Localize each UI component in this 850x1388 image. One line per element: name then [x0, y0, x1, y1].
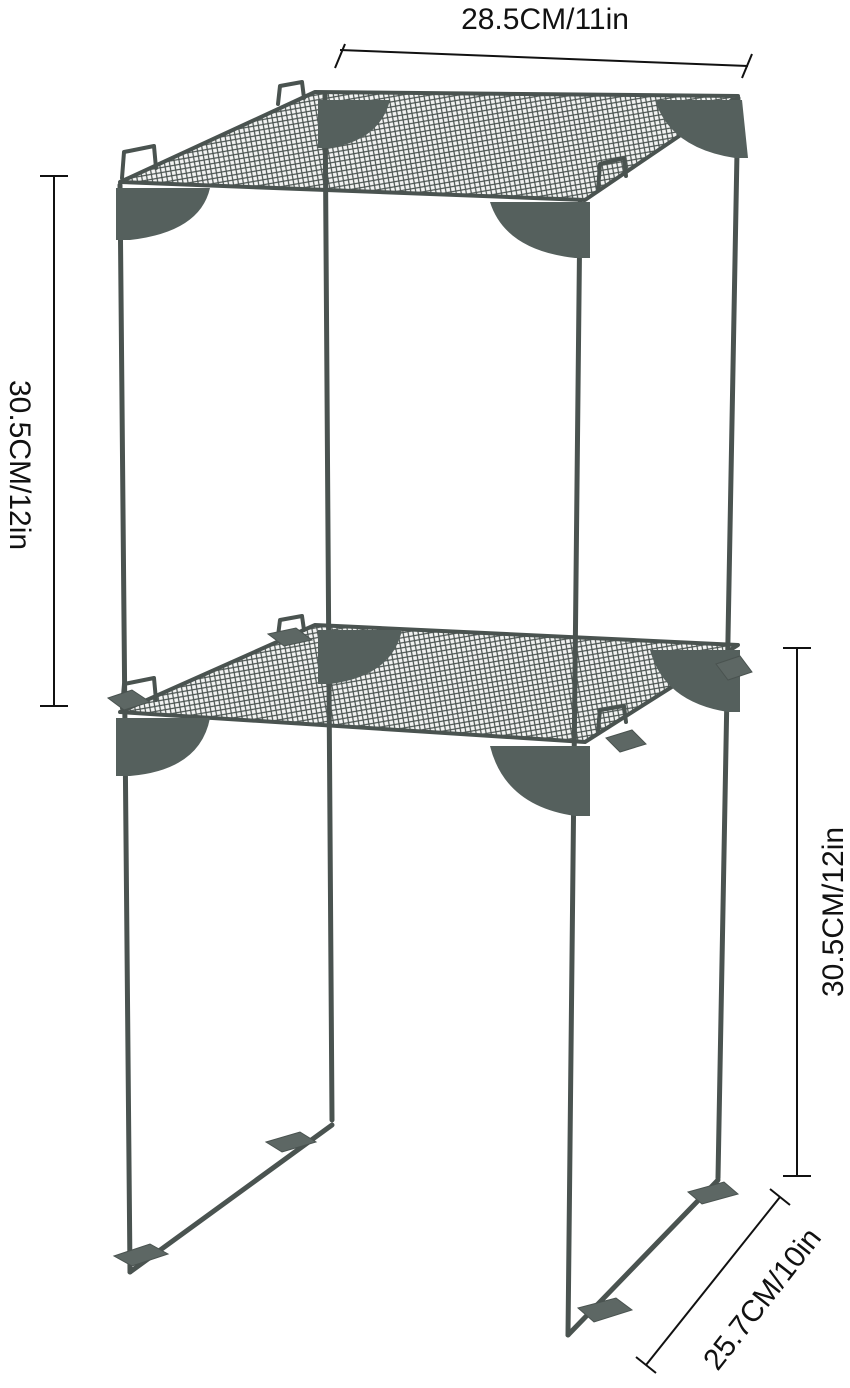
width-dimension-tick-right	[741, 53, 753, 79]
bracket-upper-back-right	[655, 100, 748, 158]
foot-pad-front-right	[576, 1297, 634, 1323]
bracket-upper-back-left	[318, 100, 390, 148]
bracket-upper-front-right	[490, 202, 590, 258]
width-dimension-tick-left	[334, 43, 346, 69]
depth-label: 25.7CM/10in	[697, 1222, 828, 1376]
width-dimension-line	[339, 49, 749, 67]
foot-pad-back-right	[686, 1181, 740, 1205]
bracket-lower-front-left	[116, 718, 210, 776]
bracket-lower-front-right	[490, 746, 590, 816]
lower-height-label: 30.5CM/12in	[817, 827, 850, 997]
connector-tabs	[106, 627, 753, 1323]
bracket-lower-back-left	[318, 630, 402, 684]
upper-height-label: 30.5CM/12in	[3, 380, 36, 550]
tab-lower-front	[605, 729, 647, 753]
lower-mesh-shelf	[118, 623, 740, 744]
width-label: 28.5CM/11in	[461, 3, 629, 36]
upper-height-dimension: 30.5CM/12in	[3, 175, 68, 707]
lower-height-dimension: 30.5CM/12in	[783, 647, 850, 1177]
tab-lower-right	[715, 655, 753, 681]
upper-mesh-shelf	[118, 90, 740, 202]
depth-dimension: 25.7CM/10in	[635, 1188, 828, 1376]
corner-brackets	[116, 100, 748, 816]
width-dimension: 28.5CM/11in	[334, 3, 753, 79]
tab-lower-back	[266, 627, 314, 647]
foot-pad-front-left	[112, 1243, 170, 1267]
upper-shelf-handles	[120, 80, 628, 192]
bracket-upper-front-left	[116, 188, 210, 240]
foot-pad-back-left	[264, 1131, 318, 1153]
shelf-frame	[117, 80, 741, 1338]
base-runners	[127, 1122, 721, 1338]
tab-lower-left	[106, 689, 152, 711]
